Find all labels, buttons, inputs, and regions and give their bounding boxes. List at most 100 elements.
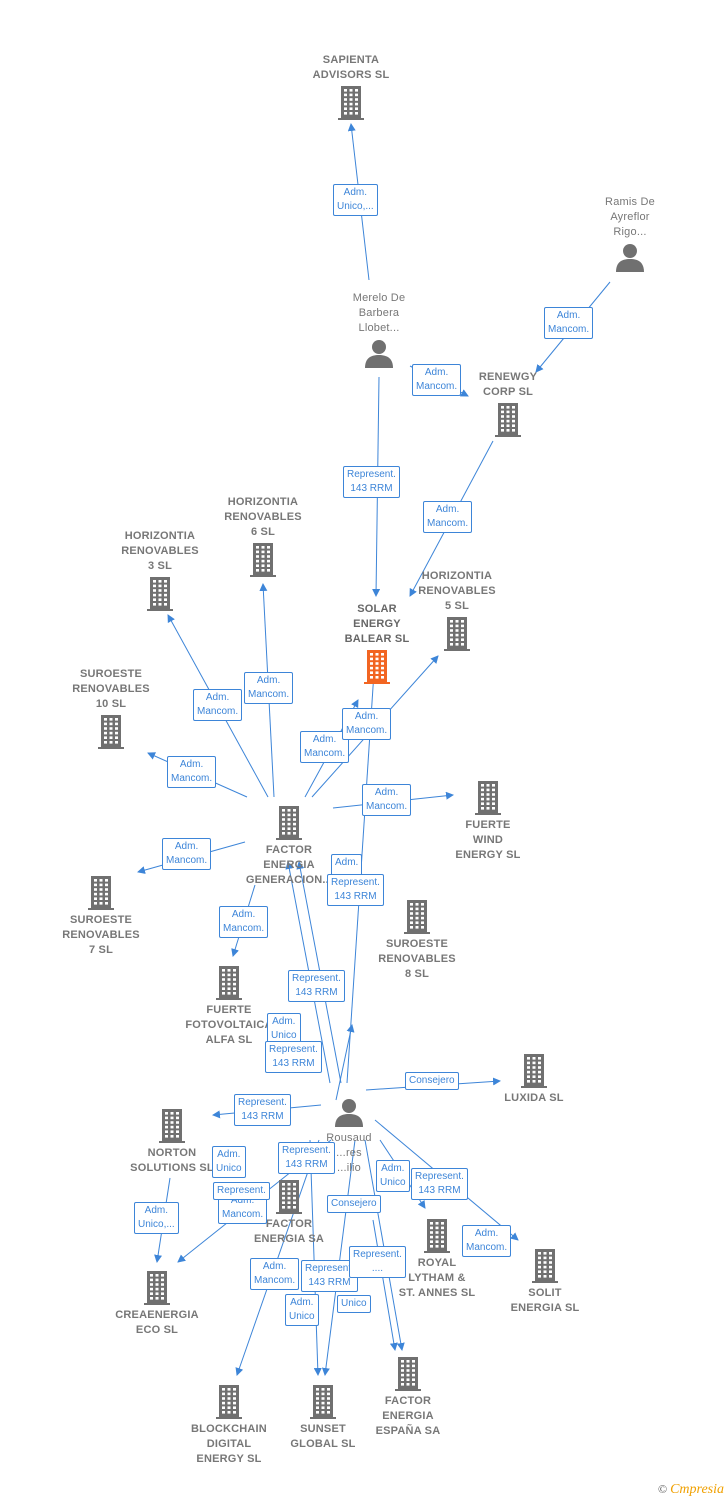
relation-label-21[interactable]: Adm. Unico — [212, 1146, 246, 1178]
relation-label-31[interactable]: Represent. .... — [349, 1246, 406, 1278]
relation-label-2[interactable]: Adm. Mancom. — [412, 364, 462, 396]
building-icon — [98, 715, 124, 749]
empresia-watermark: © Cmpresia — [658, 1482, 724, 1498]
edge-25 — [364, 1139, 405, 1351]
node-name: SUNSET GLOBAL SL — [290, 1423, 356, 1450]
edge-27 — [372, 1219, 398, 1351]
relation-label-11[interactable]: Adm. Mancom. — [219, 906, 269, 938]
node-feesp[interactable]: FACTOR ENERGIA ESPAÑA SA — [343, 1357, 473, 1439]
relation-label-7[interactable]: Adm. Mancom. — [167, 756, 217, 788]
node-name: FUERTE WIND ENERGY SL — [455, 819, 521, 861]
relation-label-10[interactable]: Adm. Mancom. — [162, 838, 212, 870]
node-fuertewind[interactable]: FUERTE WIND ENERGY SL — [423, 781, 553, 863]
brand-e: C — [670, 1482, 680, 1497]
relation-label-25[interactable]: Represent. 143 RRM — [411, 1168, 468, 1200]
node-name: BLOCKCHAIN DIGITAL ENERGY SL — [191, 1423, 267, 1465]
relation-label-24[interactable]: Adm. Unico — [376, 1160, 410, 1192]
building-icon — [216, 1385, 242, 1419]
relation-label-29[interactable]: Adm. Mancom. — [250, 1258, 300, 1290]
building-icon — [147, 577, 173, 611]
building-icon — [395, 1357, 421, 1391]
person-icon — [616, 244, 644, 272]
building-icon — [364, 650, 390, 684]
node-feg[interactable]: FACTOR ENERGIA GENERACION... — [224, 806, 354, 888]
person-icon — [365, 340, 393, 368]
node-crea[interactable]: CREAENERGIA ECO SL — [92, 1271, 222, 1338]
node-ramis[interactable]: Ramis De Ayreflor Rigo... — [565, 195, 695, 273]
relation-label-0[interactable]: Adm. Unico,... — [333, 184, 378, 216]
node-sr8[interactable]: SUROESTE RENOVABLES 8 SL — [352, 900, 482, 982]
building-icon — [144, 1271, 170, 1305]
building-icon — [475, 781, 501, 815]
relation-label-33[interactable]: Unico — [337, 1295, 371, 1313]
node-fesa[interactable]: FACTOR ENERGIA SA — [224, 1180, 354, 1247]
relation-label-30[interactable]: Represent. 143 RRM — [301, 1260, 358, 1292]
node-sapienta[interactable]: SAPIENTA ADVISORS SL — [286, 53, 416, 120]
relation-label-3[interactable]: Represent. 143 RRM — [343, 466, 400, 498]
relation-label-32[interactable]: Adm. Unico — [285, 1294, 319, 1326]
node-merelo[interactable]: Merelo De Barbera Llobet... — [314, 291, 444, 369]
node-hr6[interactable]: HORIZONTIA RENOVABLES 6 SL — [198, 495, 328, 577]
relation-label-1[interactable]: Adm. Mancom. — [544, 307, 594, 339]
relation-label-16[interactable]: Represent. 143 RRM — [288, 970, 345, 1002]
node-name: SUROESTE RENOVABLES 10 SL — [72, 668, 150, 710]
node-hr5[interactable]: HORIZONTIA RENOVABLES 5 SL — [392, 569, 522, 651]
relation-label-5[interactable]: Adm. Mancom. — [244, 672, 294, 704]
building-icon — [338, 86, 364, 120]
node-name: RENEWGY CORP SL — [478, 371, 538, 398]
node-royal[interactable]: ROYAL LYTHAM & ST. ANNES SL — [372, 1219, 502, 1301]
node-name: LUXIDA SL — [504, 1092, 564, 1104]
node-name: SOLIT ENERGIA SL — [510, 1287, 580, 1314]
edge-23 — [309, 1139, 322, 1376]
building-icon — [495, 403, 521, 437]
node-name: FACTOR ENERGIA SA — [253, 1218, 325, 1245]
copyright-symbol: © — [657, 1482, 668, 1496]
relation-label-20[interactable]: Represent. 143 RRM — [234, 1094, 291, 1126]
building-icon — [521, 1054, 547, 1088]
relation-label-4[interactable]: Adm. Mancom. — [423, 501, 473, 533]
relation-label-6[interactable]: Adm. Mancom. — [193, 689, 243, 721]
building-icon — [444, 617, 470, 651]
building-icon — [310, 1385, 336, 1419]
relation-label-8[interactable]: Adm. Mancom. — [300, 731, 350, 763]
node-block[interactable]: BLOCKCHAIN DIGITAL ENERGY SL — [164, 1385, 294, 1467]
building-icon — [532, 1249, 558, 1283]
relation-label-18[interactable]: Represent. 143 RRM — [265, 1041, 322, 1073]
node-name: Ramis De Ayreflor Rigo... — [605, 196, 655, 238]
relation-label-26[interactable]: Consejero — [327, 1195, 381, 1213]
relation-label-14[interactable]: Represent. 143 RRM — [327, 874, 384, 906]
brand-text: mpresia — [679, 1482, 724, 1497]
node-renewgy[interactable]: RENEWGY CORP SL — [443, 370, 573, 437]
node-norton[interactable]: NORTON SOLUTIONS SL — [107, 1109, 237, 1176]
relation-label-22[interactable]: Represent. 143 RRM — [278, 1142, 335, 1174]
node-name: FACTOR ENERGIA GENERACION... — [245, 844, 333, 886]
building-icon — [424, 1219, 450, 1253]
building-icon — [276, 1180, 302, 1214]
node-name: SAPIENTA ADVISORS SL — [312, 54, 390, 81]
node-solit[interactable]: SOLIT ENERGIA SL — [480, 1249, 610, 1316]
node-name: FACTOR ENERGIA ESPAÑA SA — [375, 1395, 441, 1437]
node-hr3[interactable]: HORIZONTIA RENOVABLES 3 SL — [95, 529, 225, 611]
node-ffa[interactable]: FUERTE FOTOVOLTAICA ALFA SL — [164, 966, 294, 1048]
node-name: SUROESTE RENOVABLES 8 SL — [378, 938, 456, 980]
node-sr10[interactable]: SUROESTE RENOVABLES 10 SL — [46, 667, 176, 749]
node-name: HORIZONTIA RENOVABLES 5 SL — [418, 570, 496, 612]
relation-label-17[interactable]: Adm. Unico — [267, 1013, 301, 1045]
node-name: HORIZONTIA RENOVABLES 3 SL — [121, 530, 199, 572]
building-icon — [404, 900, 430, 934]
relation-label-28[interactable]: Adm. Mancom. — [462, 1225, 512, 1257]
node-sr7[interactable]: SUROESTE RENOVABLES 7 SL — [36, 876, 166, 958]
relation-label-27[interactable]: Adm. Unico,... — [134, 1202, 179, 1234]
node-sunset[interactable]: SUNSET GLOBAL SL — [258, 1385, 388, 1452]
node-solar[interactable]: SOLAR ENERGY BALEAR SL — [312, 602, 442, 684]
node-name: HORIZONTIA RENOVABLES 6 SL — [224, 496, 302, 538]
relation-label-19[interactable]: Consejero — [405, 1072, 459, 1090]
node-luxida[interactable]: LUXIDA SL — [469, 1054, 599, 1106]
relation-label-9[interactable]: Adm. Mancom. — [362, 784, 412, 816]
building-icon — [159, 1109, 185, 1143]
node-rousaud[interactable]: Rousaud ...res ...ilio — [284, 1098, 414, 1176]
relation-label-12[interactable]: Adm. Mancom. — [342, 708, 392, 740]
relation-label-23[interactable]: Represent. — [213, 1182, 270, 1200]
building-icon — [250, 543, 276, 577]
